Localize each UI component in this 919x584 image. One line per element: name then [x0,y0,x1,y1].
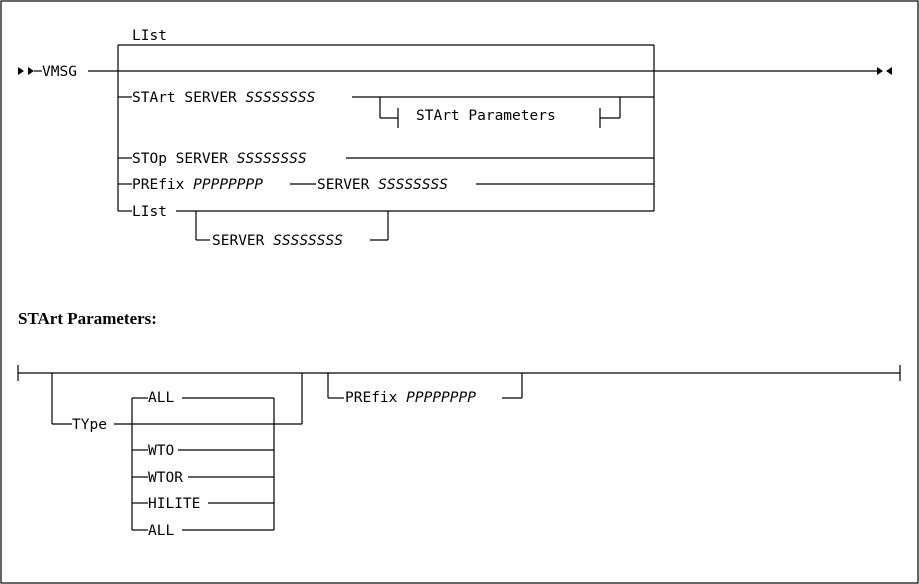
type-value-wtor: WTOR [148,470,183,486]
command-name: VMSG [42,64,77,80]
end-arrows [877,67,892,75]
type-value-all: ALL [148,523,174,539]
option-stop-server: STOp SERVER SSSSSSSS [132,151,307,167]
option-list: LIst [132,204,167,220]
start-arrows [18,67,34,75]
option-prefix: PREfix PPPPPPPP [132,177,263,193]
type-value-hilite: HILITE [148,496,200,512]
type-keyword: TYpe [72,417,107,433]
type-value-all-default: ALL [148,390,174,406]
fragment-reference: STArt Parameters [416,108,556,124]
option-list-server: SERVER SSSSSSSS [212,233,343,249]
type-value-wto: WTO [148,443,174,459]
fragment-heading: STArt Parameters: [18,309,157,328]
fragment-prefix: PREfix PPPPPPPP [345,390,476,406]
option-prefix-server: SERVER SSSSSSSS [317,177,448,193]
option-list-default: LIst [132,28,167,44]
option-start-server: STArt SERVER SSSSSSSS [132,90,316,106]
